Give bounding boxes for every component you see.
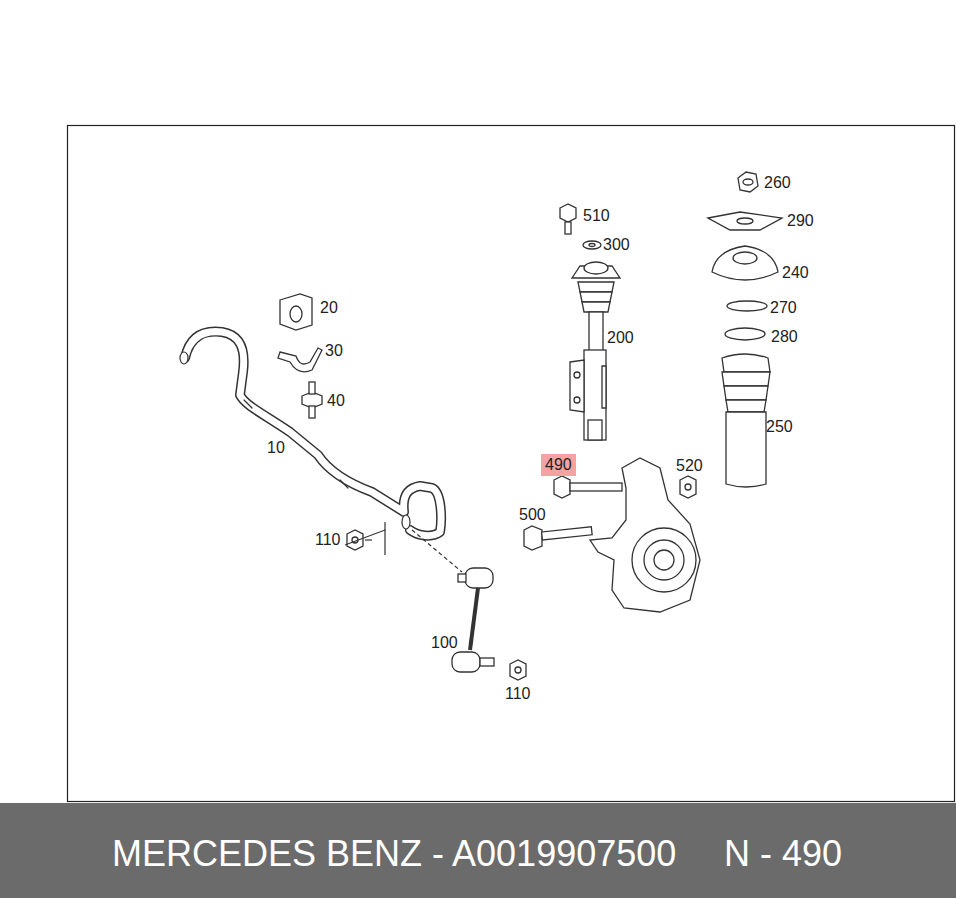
callout-number: 290 <box>787 212 814 230</box>
callout-number: 300 <box>603 236 630 254</box>
callout-number: 270 <box>770 299 797 317</box>
footer-text: N - 490 <box>724 834 842 874</box>
callout-number: 10 <box>267 439 285 457</box>
callout-number: 240 <box>782 264 809 282</box>
callout-number: 260 <box>764 174 791 192</box>
callout-number: 30 <box>325 342 343 360</box>
callout-number: 200 <box>607 329 634 347</box>
callout-number: 500 <box>519 506 546 524</box>
callout-number: 40 <box>327 392 345 410</box>
footer-text: MERCEDES BENZ - A0019907500 <box>112 834 676 874</box>
callout-number: 20 <box>320 299 338 317</box>
callout-number: 100 <box>431 634 458 652</box>
callout-number: 520 <box>676 457 703 475</box>
callout-number: 250 <box>766 418 793 436</box>
callout-number: 110 <box>505 685 531 703</box>
callout-number: 110 <box>315 531 341 549</box>
callout-number: 280 <box>771 328 798 346</box>
callout-number: 490 <box>541 454 576 476</box>
callout-number: 510 <box>583 207 610 225</box>
